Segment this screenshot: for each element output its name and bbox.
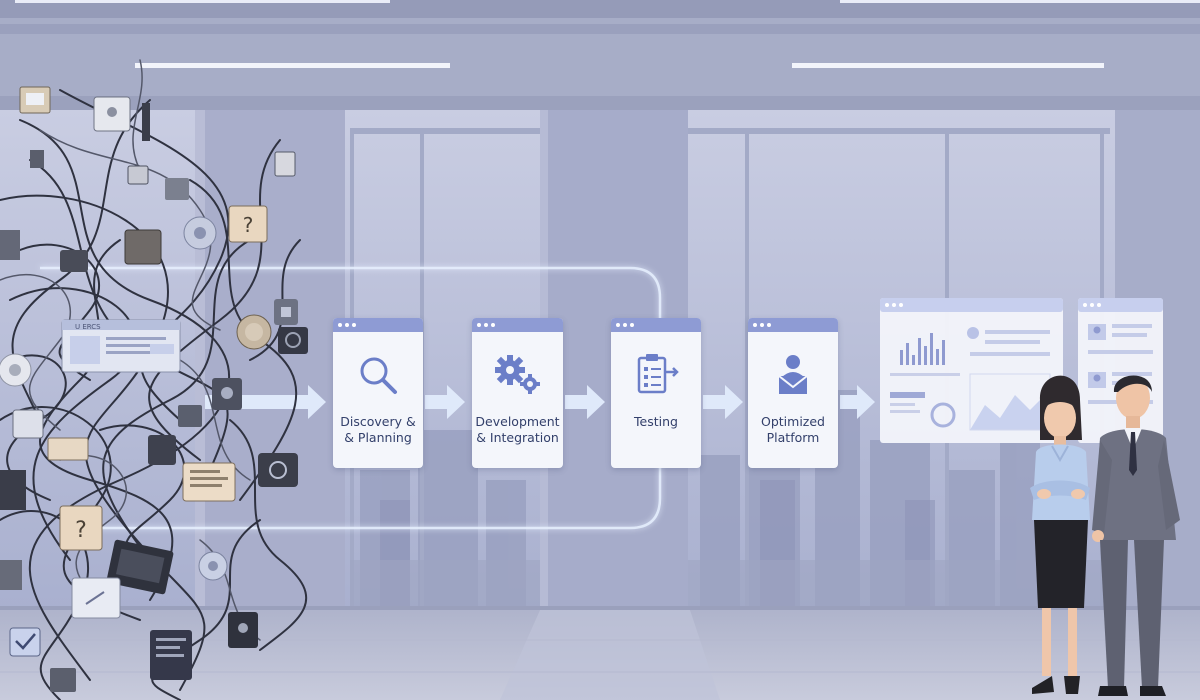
card-titlebar: [333, 318, 423, 332]
clipboard-checklist-icon: [611, 352, 701, 398]
step-card-optimized-platform: Optimized Platform: [748, 318, 838, 468]
flow-arrow: [703, 385, 743, 419]
card-titlebar: [748, 318, 838, 332]
flow-arrow: [565, 385, 605, 419]
flow-arrow: [425, 385, 465, 419]
step-label: Development & Integration: [475, 414, 560, 445]
step-card-testing: Testing: [611, 318, 701, 468]
svg-text:?: ?: [243, 213, 254, 237]
ceiling-light: [792, 63, 1104, 68]
svg-text:?: ?: [75, 518, 87, 543]
card-titlebar: [472, 318, 563, 332]
step-label: Discovery & & Planning: [340, 414, 416, 445]
question-mark-icon: [59, 505, 103, 551]
user-envelope-icon: [748, 352, 838, 398]
cable-devices: ? U ERCS: [0, 86, 308, 692]
step-card-discovery: Discovery & & Planning: [333, 318, 423, 468]
step-card-development: Development & Integration: [472, 318, 563, 468]
ceiling-light: [135, 63, 450, 68]
dashboard-screen: [880, 298, 1063, 443]
svg-text:U ERCS: U ERCS: [75, 323, 101, 331]
refresh-device: [258, 453, 298, 487]
card-titlebar: [611, 318, 701, 332]
dashboard-bar-chart: [900, 333, 945, 365]
question-mark-icon: [228, 205, 268, 243]
flow-arrow: [840, 385, 875, 419]
businesswoman-figure: [1030, 375, 1090, 694]
step-label: Testing: [634, 414, 678, 429]
magnifier-icon: [333, 352, 423, 398]
step-label: Optimized Platform: [761, 414, 825, 445]
businessman-figure: [1092, 375, 1180, 696]
ceiling: [0, 0, 1200, 110]
gears-icon: [472, 352, 563, 398]
